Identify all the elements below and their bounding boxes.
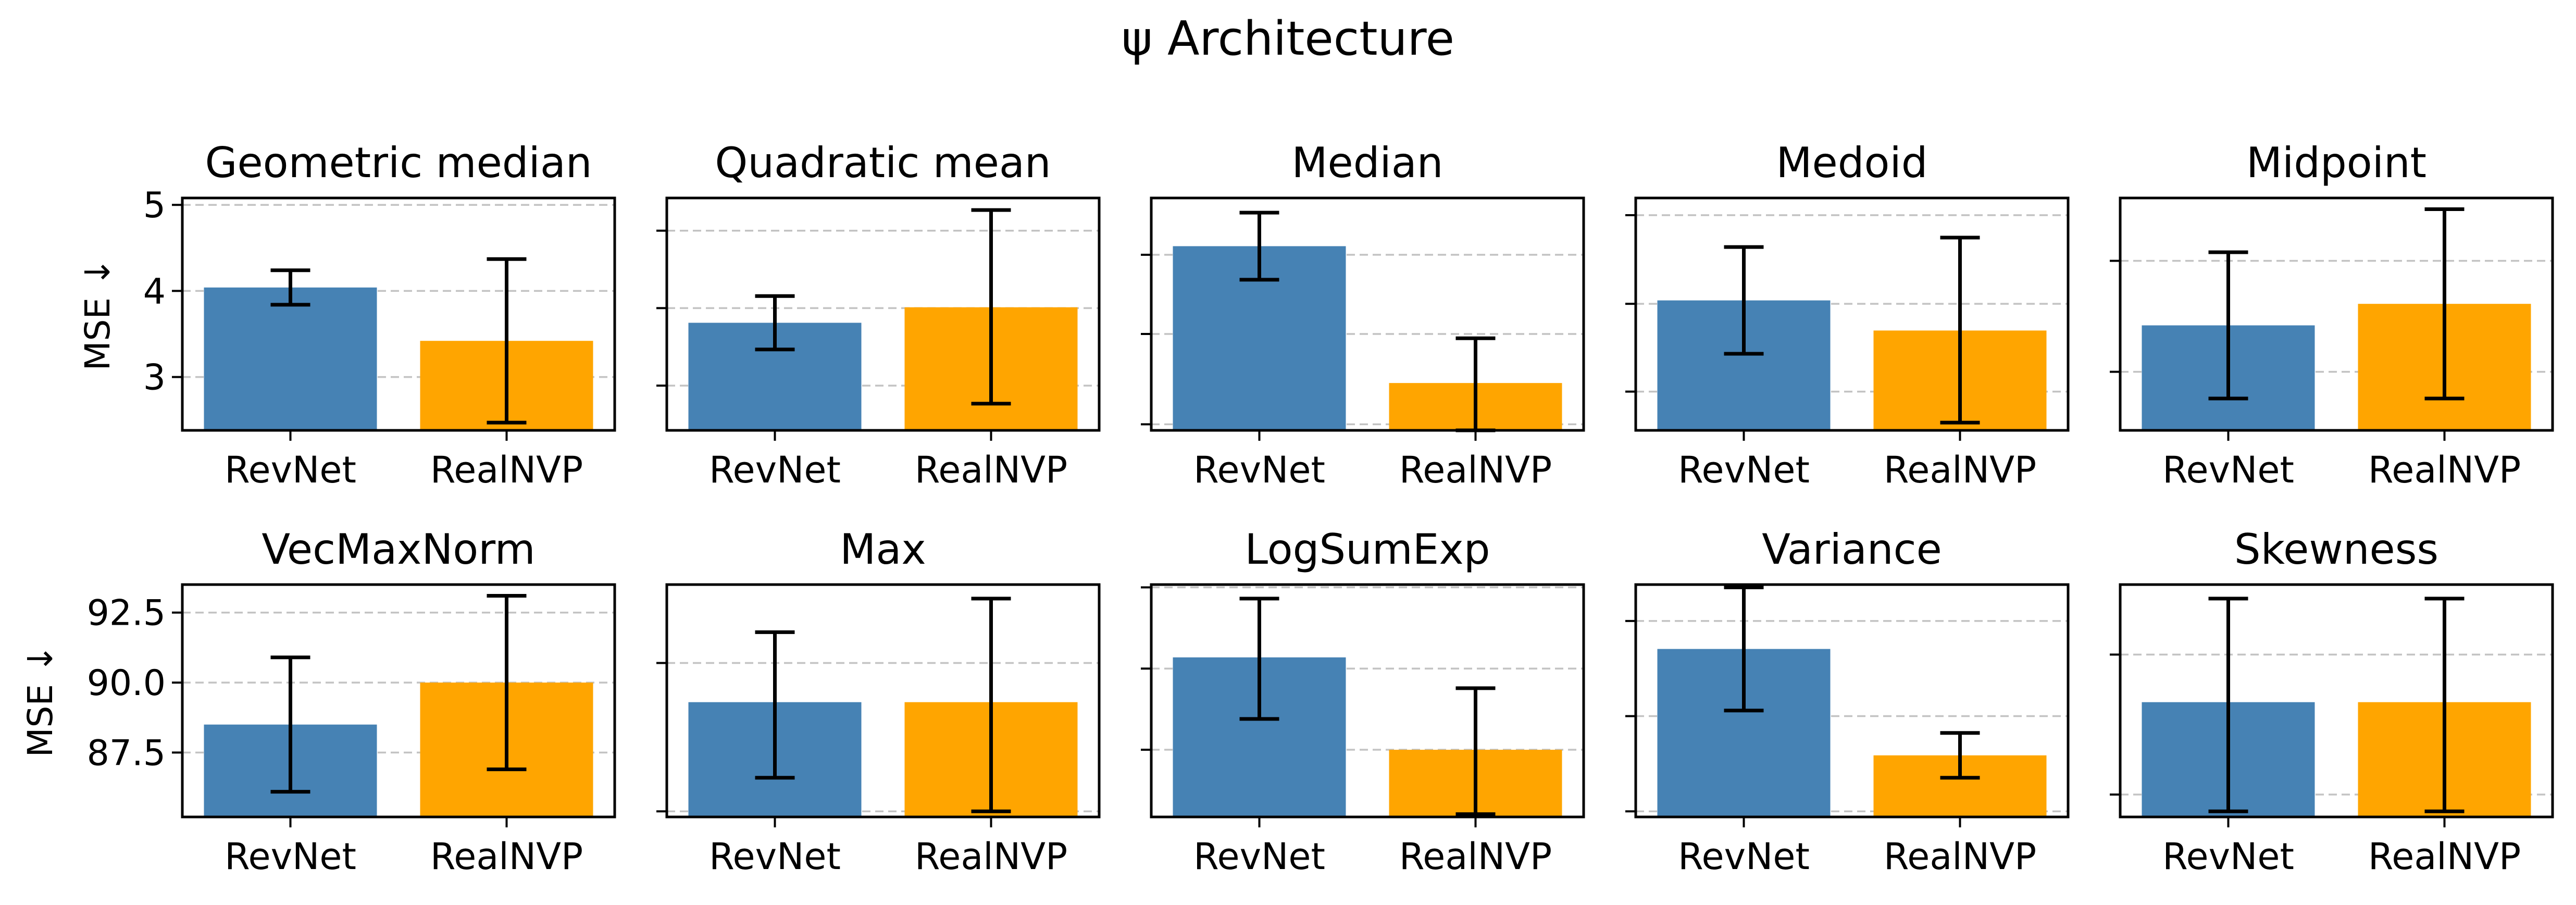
y-tick-label: 3 — [143, 357, 166, 399]
x-tick-label: RevNet — [1678, 835, 1810, 878]
x-tick-label: RealNVP — [430, 835, 583, 878]
plot-frame — [1150, 583, 1585, 819]
x-tick-label: RealNVP — [915, 449, 1067, 491]
plot-frame — [181, 583, 616, 819]
y-tick-label: 92.5 — [87, 593, 166, 634]
x-tick-label: RevNet — [709, 449, 841, 491]
panel-title: Medoid — [1776, 139, 1928, 187]
x-tick-label: RealNVP — [1884, 449, 2036, 491]
x-tick-label: RealNVP — [2368, 835, 2521, 878]
figure-title: ψ Architecture — [1122, 11, 1454, 66]
panel-title: VecMaxNorm — [262, 525, 535, 574]
panel-title: Median — [1292, 139, 1443, 187]
plot-frame — [1150, 196, 1585, 432]
bar-revnet — [204, 287, 377, 430]
panel-title: Quadratic mean — [715, 139, 1051, 187]
y-axis-label: MSE ↓ — [20, 644, 60, 758]
plot-frame — [1634, 583, 2070, 819]
plot-frame — [665, 583, 1101, 819]
x-tick-label: RevNet — [225, 835, 356, 878]
panel-title: Max — [840, 525, 926, 574]
y-axis-label: MSE ↓ — [78, 258, 118, 371]
plot-frame — [1634, 196, 2070, 432]
x-tick-label: RevNet — [225, 449, 356, 491]
x-tick-label: RevNet — [1193, 449, 1325, 491]
panel-title: Geometric median — [205, 139, 592, 187]
plot-frame — [2119, 196, 2554, 432]
x-tick-label: RealNVP — [430, 449, 583, 491]
y-tick-label: 5 — [143, 185, 166, 226]
x-tick-label: RealNVP — [1884, 835, 2036, 878]
y-tick-label: 4 — [143, 271, 166, 312]
x-tick-label: RevNet — [709, 835, 841, 878]
panel-title: Variance — [1762, 525, 1942, 574]
x-tick-label: RevNet — [1678, 449, 1810, 491]
x-tick-label: RevNet — [2162, 449, 2294, 491]
plot-frame — [665, 196, 1101, 432]
x-tick-label: RealNVP — [915, 835, 1067, 878]
panel-title: LogSumExp — [1245, 525, 1490, 574]
x-tick-label: RealNVP — [1399, 835, 1552, 878]
x-tick-label: RealNVP — [1399, 449, 1552, 491]
x-tick-label: RevNet — [1193, 835, 1325, 878]
y-tick-label: 87.5 — [87, 733, 166, 774]
x-tick-label: RealNVP — [2368, 449, 2521, 491]
y-tick-label: 90.0 — [87, 663, 166, 704]
panel-title: Midpoint — [2246, 139, 2426, 187]
x-tick-label: RevNet — [2162, 835, 2294, 878]
plot-frame — [2119, 583, 2554, 819]
panel-title: Skewness — [2234, 525, 2438, 574]
plot-frame — [181, 196, 616, 432]
